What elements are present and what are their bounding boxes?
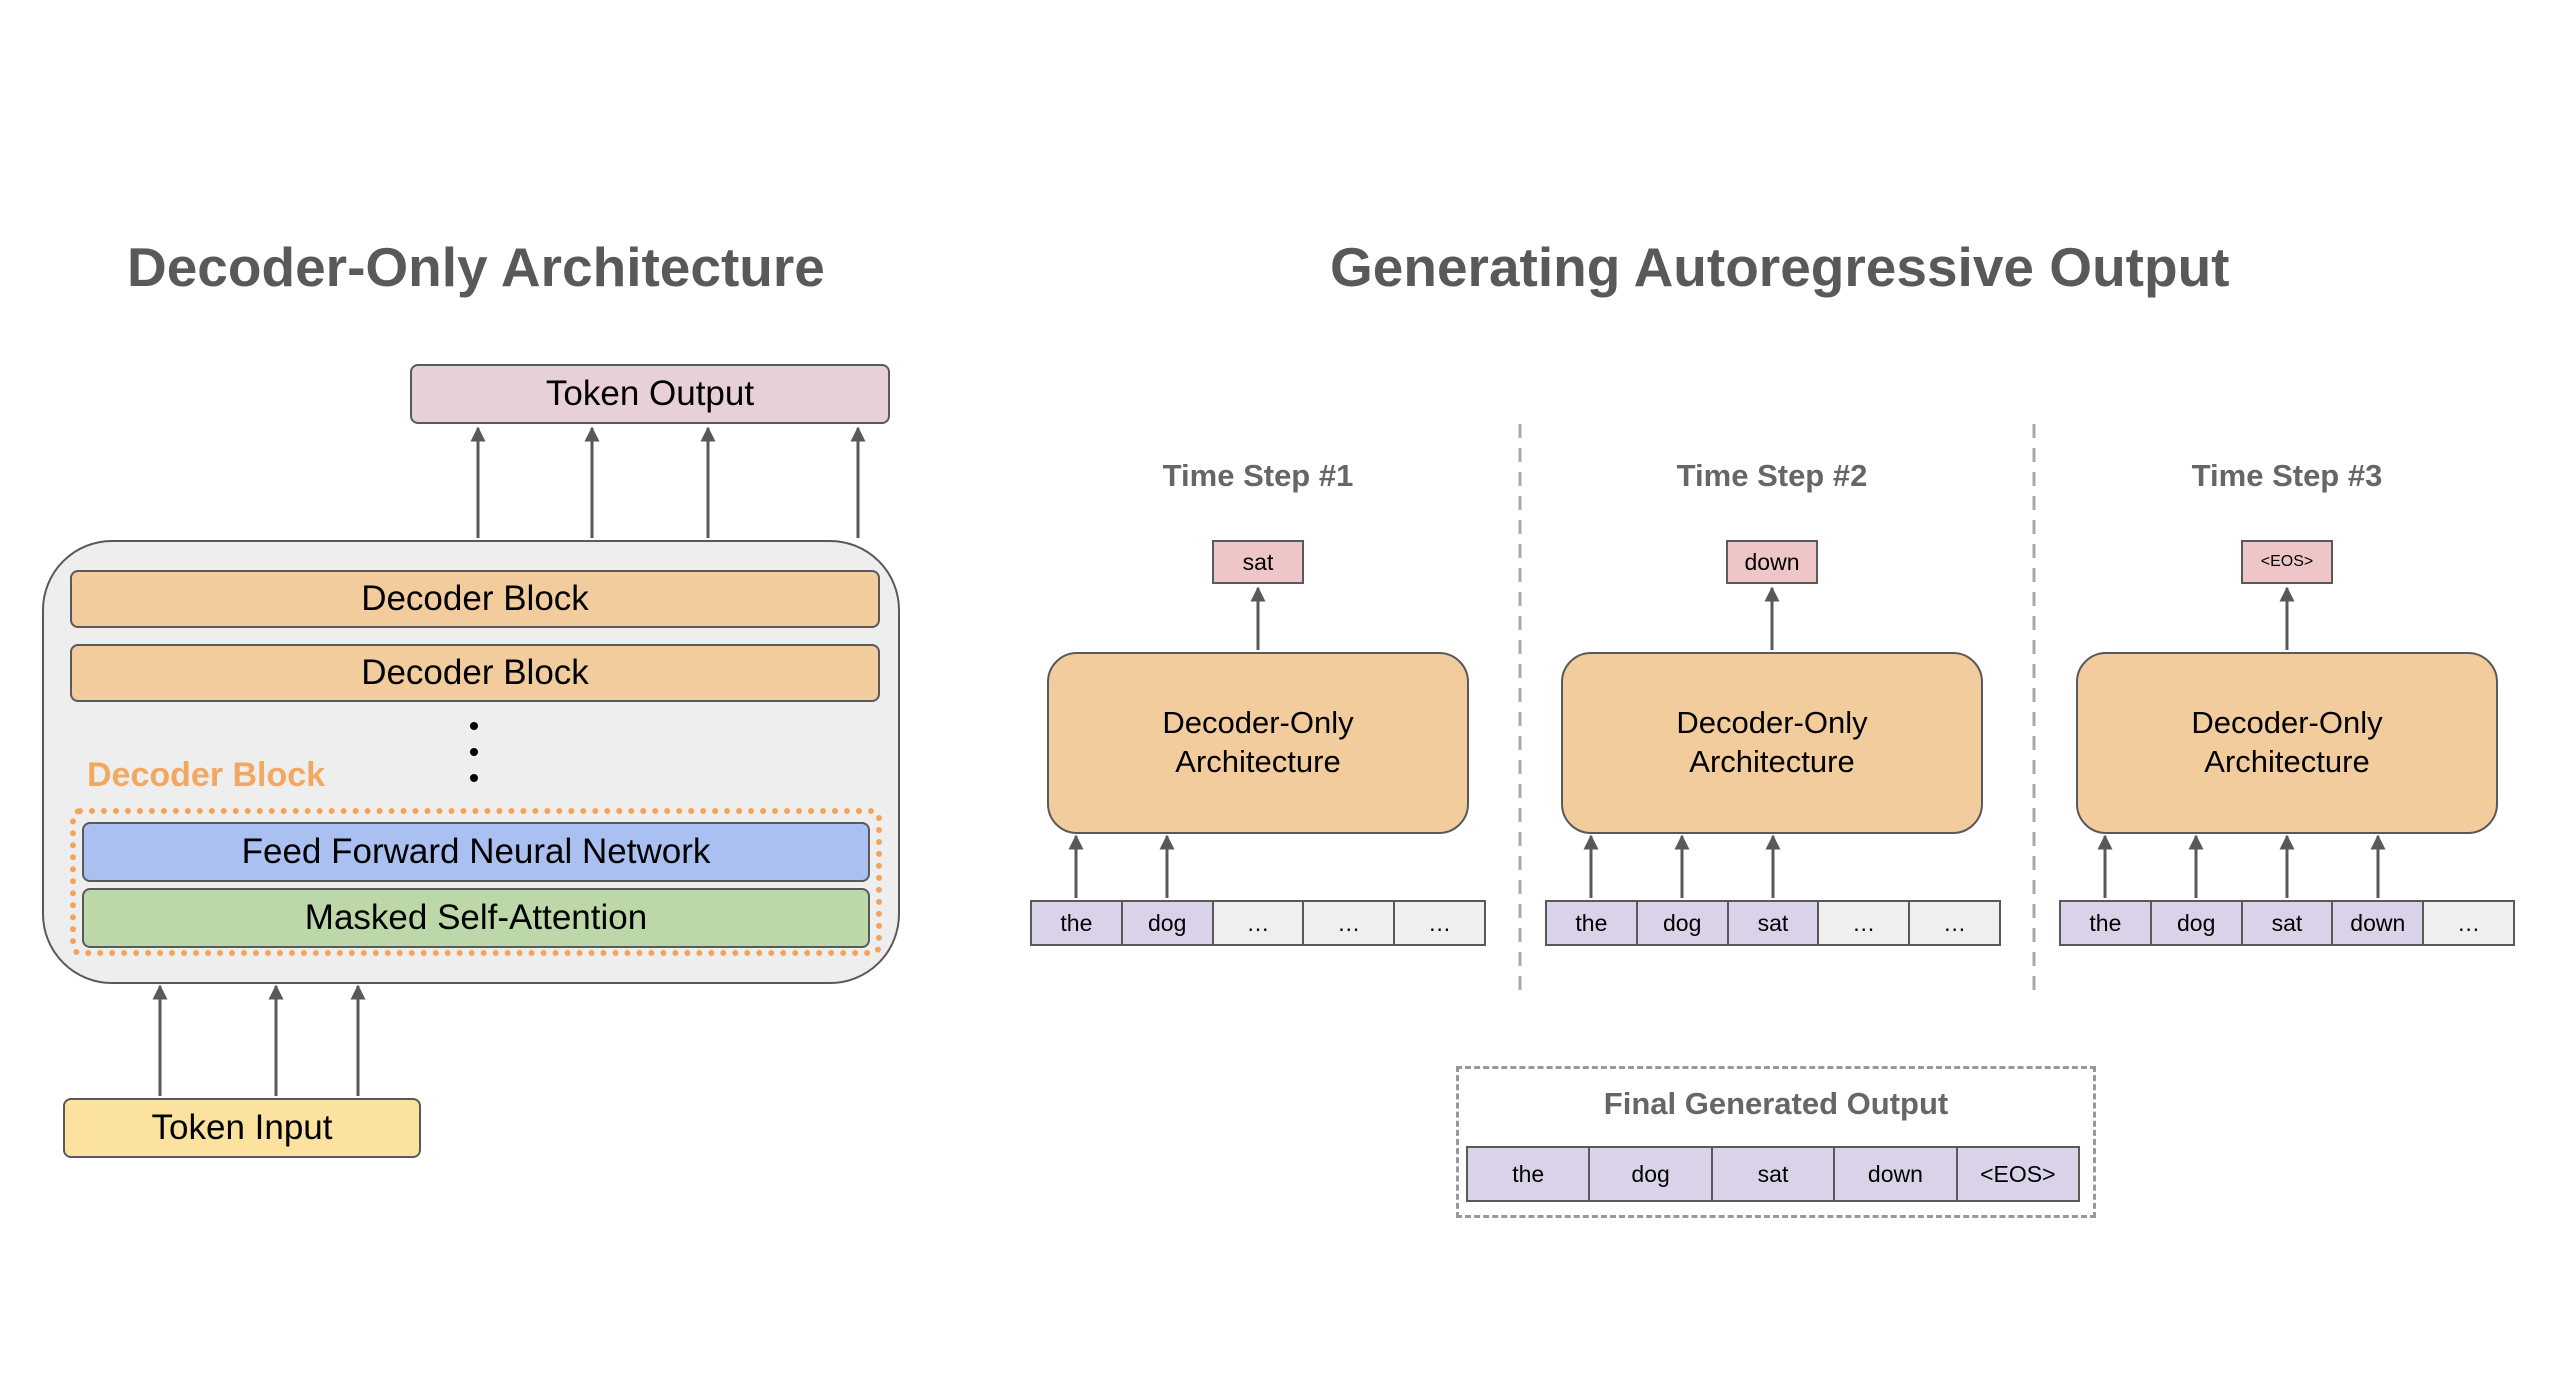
final-output-title: Final Generated Output [1603, 1086, 1949, 1121]
token-cell: sat [1728, 902, 1820, 944]
token-cell: … [1213, 902, 1305, 944]
final-output-token-row: the dog sat down <EOS> [1466, 1146, 2080, 1202]
left-title: Decoder-Only Architecture [127, 236, 825, 298]
token-input-box: Token Input [63, 1098, 421, 1158]
time-step-1-title: Time Step #1 [1162, 458, 1354, 493]
time-step-1-output-token: sat [1212, 540, 1304, 584]
time-step-3-title: Time Step #3 [2191, 458, 2383, 493]
token-cell: dog [1590, 1148, 1713, 1200]
decoder-block-label: Decoder Block [87, 756, 326, 794]
token-output-box: Token Output [410, 364, 890, 424]
token-cell: … [1819, 902, 1911, 944]
time-step-1-decoder-architecture: Decoder-Only Architecture [1047, 652, 1469, 834]
masked-self-attention-block: Masked Self-Attention [82, 888, 870, 948]
token-cell: … [1910, 902, 1999, 944]
decoder-block-2: Decoder Block [70, 644, 880, 702]
token-cell: … [1304, 902, 1396, 944]
token-cell: the [1468, 1148, 1591, 1200]
time-step-3-output-token: <EOS> [2241, 540, 2333, 584]
token-cell: sat [1712, 1148, 1836, 1200]
token-cell: the [1032, 902, 1123, 944]
decoder-block-1: Decoder Block [70, 570, 880, 628]
token-cell: sat [2242, 902, 2334, 944]
right-title: Generating Autoregressive Output [1330, 236, 2230, 298]
token-cell: the [2061, 902, 2152, 944]
token-cell: <EOS> [1957, 1148, 2079, 1200]
token-cell: down [2333, 902, 2425, 944]
token-cell: dog [2151, 902, 2243, 944]
token-cell: dog [1122, 902, 1214, 944]
feed-forward-block: Feed Forward Neural Network [82, 822, 870, 882]
ellipsis-dots [466, 718, 482, 790]
time-step-2-token-row: the dog sat … … [1545, 900, 2001, 946]
time-step-2-decoder-architecture: Decoder-Only Architecture [1561, 652, 1983, 834]
time-step-2-title: Time Step #2 [1676, 458, 1868, 493]
time-step-3-decoder-architecture: Decoder-Only Architecture [2076, 652, 2498, 834]
time-step-1-token-row: the dog … … … [1030, 900, 1486, 946]
time-step-2-output-token: down [1726, 540, 1818, 584]
token-cell: dog [1637, 902, 1729, 944]
final-output-frame [1456, 1066, 2096, 1218]
token-cell: the [1547, 902, 1638, 944]
time-step-3-token-row: the dog sat down … [2059, 900, 2515, 946]
token-cell: … [1395, 902, 1484, 944]
token-cell: … [2424, 902, 2513, 944]
decoder-block-dotted-frame [70, 808, 882, 956]
token-cell: down [1835, 1148, 1958, 1200]
